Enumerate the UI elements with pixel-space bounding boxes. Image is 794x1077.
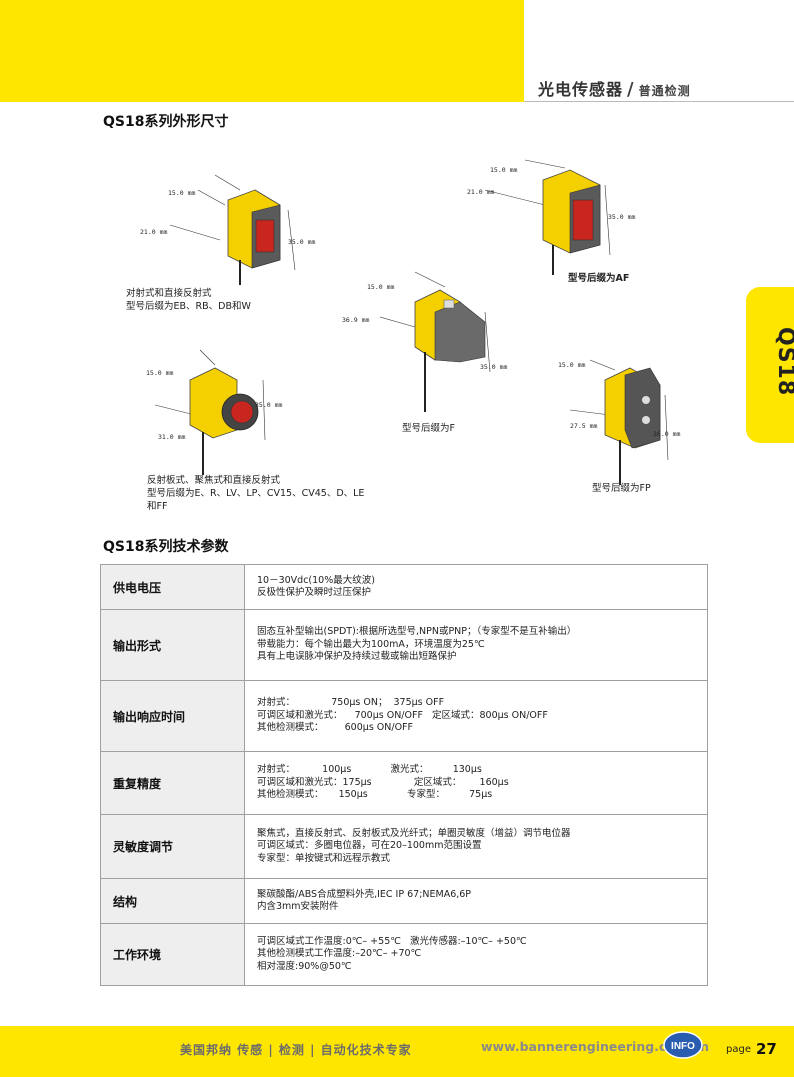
spec-line: 相对湿度:90%@50℃ <box>257 960 352 972</box>
side-tab: QS18 <box>746 287 794 443</box>
footer-website-link[interactable]: www.bannerengineering.com.cn <box>481 1039 710 1054</box>
spec-line: 可调区域式：多圈电位器，可在20–100mm范围设置 <box>257 840 482 852</box>
spec-line: 反极性保护及瞬时过压保护 <box>257 587 372 598</box>
header-subtitle: 普通检测 <box>638 84 691 98</box>
spec-line: 对射式： 750μs ON； 375μs OFF <box>257 697 445 709</box>
spec-label: 供电电压 <box>100 564 245 610</box>
spec-line: 其他检测模式： 600μs ON/OFF <box>257 722 413 734</box>
spec-label: 灵敏度调节 <box>100 814 245 879</box>
spec-line: 其他检测模式： 150μs 专家型： 75μs <box>257 789 493 801</box>
dim-label: 27.5 mm <box>570 422 598 430</box>
spec-label: 结构 <box>100 878 245 924</box>
sensor-drawing-af <box>484 159 611 275</box>
dim-label: 31.0 mm <box>158 433 186 441</box>
spec-line: 具有上电误脉冲保护及持续过载或输出短路保护 <box>257 651 457 663</box>
dim-label: 15.0 mm <box>490 166 518 174</box>
table-row: 结构 聚碳酸酯/ABS合成塑料外壳,IEC IP 67;NEMA6,6P 内含3… <box>100 878 708 924</box>
spec-line: 专家型：单按键式和远程示教式 <box>257 852 391 864</box>
table-row: 输出响应时间 对射式： 750μs ON； 375μs OFF 可调区域和激光式… <box>100 680 708 752</box>
header-separator: / <box>627 79 635 100</box>
spec-line: 固态互补型输出(SPDT):根据所选型号,NPN或PNP；（专家型不是互补输出） <box>257 626 577 638</box>
spec-label: 输出响应时间 <box>100 680 245 752</box>
table-row: 灵敏度调节 聚焦式，直接反射式、反射板式及光纤式；单圈灵敏度（增益）调节电位器 … <box>100 814 708 879</box>
spec-label: 重复精度 <box>100 751 245 815</box>
spec-value: 聚焦式，直接反射式、反射板式及光纤式；单圈灵敏度（增益）调节电位器 可调区域式：… <box>244 814 708 879</box>
spec-table: 供电电压 10－30Vdc(10%最大纹波) 反极性保护及瞬时过压保护 输出形式… <box>100 564 708 986</box>
sensor-drawing-eb <box>169 174 296 285</box>
side-tab-label: QS18 <box>773 327 794 397</box>
dim-label: 35.0 mm <box>288 238 316 246</box>
spec-line: 对射式： 100μs 激光式： 130μs <box>257 764 482 776</box>
spec-value: 对射式： 750μs ON； 375μs OFF 可调区域和激光式： 700μs… <box>244 680 708 752</box>
spec-line: 可调区域和激光式： 700μs ON/OFF 定区域式：800μs ON/OFF <box>257 709 548 721</box>
sensor-drawing-e <box>154 349 266 475</box>
caption-fig4: 反射板式、聚焦式和直接反射式 型号后缀为E、R、LV、LP、CV15、CV45、… <box>147 474 364 513</box>
caption-fig3: 型号后缀为F <box>402 423 455 434</box>
header-yellow-band <box>0 0 524 102</box>
dim-label: 35.0 mm <box>480 363 508 371</box>
dim-label: 35.0 mm <box>608 213 636 221</box>
footer-page-number: 27 <box>756 1040 777 1058</box>
spec-line: 内含3mm安装附件 <box>257 901 339 912</box>
dim-label: 36.0 mm <box>653 430 681 438</box>
caption-line: 型号后缀为EB、RB、DB和W <box>126 301 251 312</box>
dim-label: 15.0 mm <box>367 283 395 291</box>
dim-label: 36.9 mm <box>342 316 370 324</box>
section-title-dimensions: QS18系列外形尺寸 <box>103 114 229 130</box>
spec-label: 工作环境 <box>100 923 245 986</box>
spec-line: 可调区域和激光式：175μs 定区域式： 160μs <box>257 776 509 788</box>
header-title: 光电传感器 <box>538 80 624 99</box>
table-row: 重复精度 对射式： 100μs 激光式： 130μs 可调区域和激光式：175μ… <box>100 751 708 815</box>
footer-page-label: page <box>726 1044 751 1055</box>
badge-label: INFO <box>671 1041 695 1052</box>
caption-line: 反射板式、聚焦式和直接反射式 <box>147 475 281 486</box>
header-rule <box>524 101 794 102</box>
table-row: 供电电压 10－30Vdc(10%最大纹波) 反极性保护及瞬时过压保护 <box>100 564 708 610</box>
dim-label: 15.0 mm <box>558 361 586 369</box>
dim-label: 21.0 mm <box>467 188 495 196</box>
spec-value: 对射式： 100μs 激光式： 130μs 可调区域和激光式：175μs 定区域… <box>244 751 708 815</box>
footer-brand: 美国邦纳 传感 | 检测 | 自动化技术专家 <box>180 1043 412 1057</box>
spec-line: 10－30Vdc(10%最大纹波) <box>257 574 375 586</box>
spec-line: 其他检测模式工作温度:–20℃– +70℃ <box>257 948 422 960</box>
table-row: 工作环境 可调区域式工作温度:0℃– +55℃ 激光传感器:–10℃– +50℃… <box>100 923 708 986</box>
caption-line: 型号后缀为E、R、LV、LP、CV15、CV45、D、LE <box>147 488 365 499</box>
dim-label: 21.0 mm <box>140 228 168 236</box>
spec-value: 可调区域式工作温度:0℃– +55℃ 激光传感器:–10℃– +50℃ 其他检测… <box>244 923 708 986</box>
sensor-drawing-fp <box>569 359 669 485</box>
caption-line: 对射式和直接反射式 <box>126 288 212 299</box>
spec-line: 聚焦式，直接反射式、反射板式及光纤式；单圈灵敏度（增益）调节电位器 <box>257 827 571 839</box>
spec-value: 10－30Vdc(10%最大纹波) 反极性保护及瞬时过压保护 <box>244 564 708 610</box>
spec-label: 输出形式 <box>100 609 245 681</box>
sensor-drawing-f <box>379 271 491 412</box>
dim-label: 15.0 mm <box>146 369 174 377</box>
spec-line: 可调区域式工作温度:0℃– +55℃ 激光传感器:–10℃– +50℃ <box>257 935 527 947</box>
caption-fig5: 型号后缀为FP <box>592 483 651 494</box>
spec-value: 聚碳酸酯/ABS合成塑料外壳,IEC IP 67;NEMA6,6P 内含3mm安… <box>244 878 708 924</box>
section-title-specs: QS18系列技术参数 <box>103 539 229 555</box>
caption-line: 和FF <box>147 501 168 512</box>
info-badge-icon[interactable]: INFO <box>663 1030 703 1060</box>
page-header-title: 光电传感器/普通检测 <box>538 76 691 100</box>
caption-fig1: 对射式和直接反射式 型号后缀为EB、RB、DB和W <box>126 287 251 313</box>
spec-line: 带载能力：每个输出最大为100mA，环境温度为25℃ <box>257 638 485 650</box>
table-row: 输出形式 固态互补型输出(SPDT):根据所选型号,NPN或PNP；（专家型不是… <box>100 609 708 681</box>
dim-label: 35.0 mm <box>255 401 283 409</box>
spec-value: 固态互补型输出(SPDT):根据所选型号,NPN或PNP；（专家型不是互补输出）… <box>244 609 708 681</box>
caption-fig2: 型号后缀为AF <box>568 273 630 284</box>
spec-line: 聚碳酸酯/ABS合成塑料外壳,IEC IP 67;NEMA6,6P <box>257 888 472 900</box>
dim-label: 15.0 mm <box>168 189 196 197</box>
footer-band <box>0 1026 794 1077</box>
